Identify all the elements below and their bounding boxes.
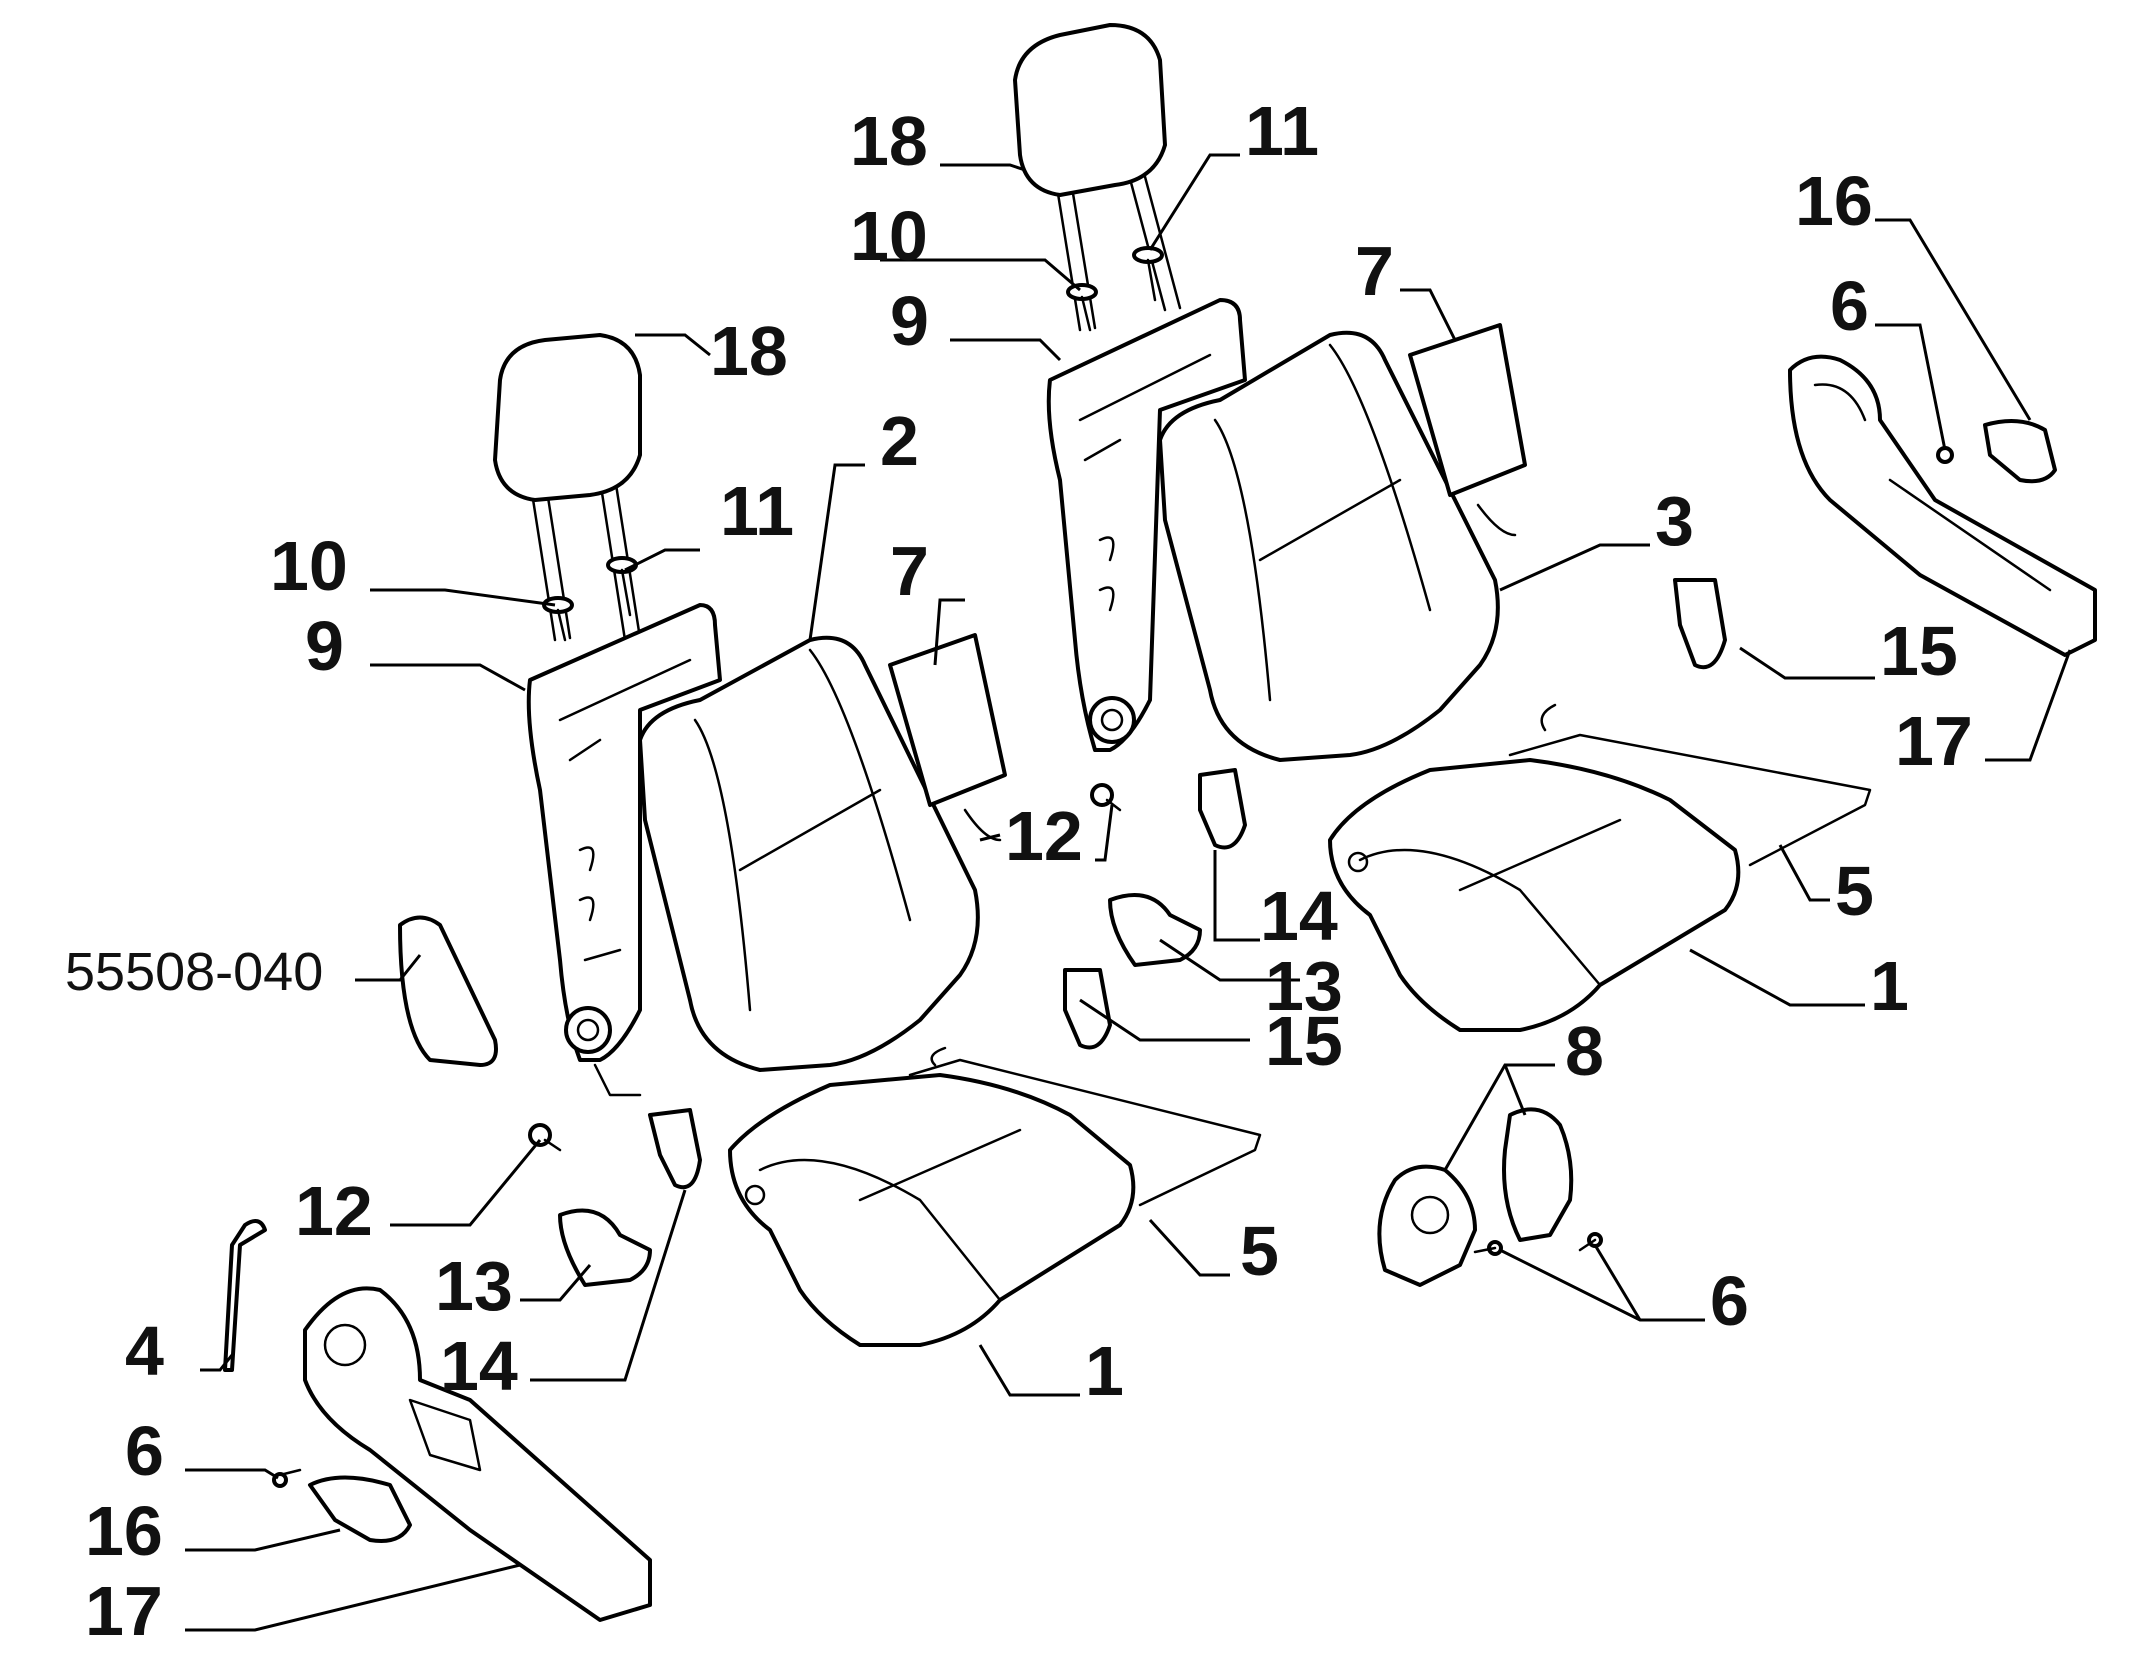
- right-clips: [1108, 578, 1727, 967]
- callout-6-left: 6: [125, 1412, 164, 1490]
- callout-9-left: 9: [305, 607, 344, 685]
- left-clips: [558, 968, 1112, 1287]
- callout-1-right: 1: [1870, 947, 1909, 1025]
- leader-lines: [185, 153, 2072, 1632]
- left-headrest: [493, 333, 642, 642]
- callout-5-right: 5: [1835, 852, 1874, 930]
- left-side-airbag-trim: [398, 915, 498, 1067]
- callout-12-left: 12: [295, 1172, 373, 1250]
- left-backrest-frame: [526, 603, 722, 1097]
- callout-6-right-bottom: 6: [1710, 1262, 1749, 1340]
- callout-4: 4: [125, 1312, 164, 1390]
- callout-18-left: 18: [710, 312, 788, 390]
- callout-5-left: 5: [1240, 1212, 1279, 1290]
- callout-14-right: 14: [1260, 877, 1338, 955]
- callout-6-right-top: 6: [1830, 267, 1869, 345]
- callout-2: 2: [880, 402, 919, 480]
- callout-labels: 18 11 10 9 2 7 12 15 5 1 12 13 14 4 6 16…: [65, 92, 1973, 1650]
- callout-10-right: 10: [850, 197, 928, 275]
- right-backrest-cushion: [1158, 330, 1500, 762]
- left-side-trim: [272, 1286, 652, 1622]
- right-seat-assembly: [1013, 23, 2097, 1287]
- callout-12-mid: 12: [1005, 797, 1083, 875]
- callout-16-right: 16: [1795, 162, 1873, 240]
- callout-15-left: 15: [1265, 1002, 1343, 1080]
- left-tie-strap: [223, 1219, 267, 1372]
- right-backrest-panel: [1408, 323, 1527, 537]
- callout-10-left: 10: [270, 527, 348, 605]
- callout-7-left: 7: [890, 532, 929, 610]
- callout-3: 3: [1655, 482, 1694, 560]
- callout-1-left: 1: [1085, 1332, 1124, 1410]
- right-hinge-covers: [1377, 1107, 1603, 1287]
- right-bolt: [1090, 783, 1122, 812]
- right-seat-pan: [1508, 703, 1872, 867]
- callout-11-right: 11: [1245, 92, 1319, 170]
- callout-reference-55508-040: 55508-040: [65, 942, 323, 1002]
- right-side-trim: [1788, 354, 2097, 657]
- right-headrest-guides: [1066, 246, 1164, 332]
- right-seat-cushion: [1328, 758, 1741, 1032]
- left-seat-assembly: [223, 333, 1262, 1622]
- callout-13-right: 13: [1265, 947, 1343, 1025]
- callout-7-right: 7: [1355, 232, 1394, 310]
- callout-16-left: 16: [85, 1492, 163, 1570]
- right-headrest: [1013, 23, 1182, 332]
- callout-13-left: 13: [435, 1247, 513, 1325]
- callout-15-right: 15: [1880, 612, 1958, 690]
- callout-11-left: 11: [720, 472, 794, 550]
- right-backrest-frame: [1046, 298, 1247, 752]
- callout-14-left: 14: [440, 1327, 518, 1405]
- left-bolt: [528, 1123, 562, 1152]
- callout-18-right: 18: [850, 102, 928, 180]
- left-backrest-cushion: [638, 635, 980, 1072]
- callout-17-right: 17: [1895, 702, 1973, 780]
- callout-9-right: 9: [890, 282, 929, 360]
- left-backrest-panel: [888, 633, 1007, 842]
- left-seat-cushion: [728, 1073, 1136, 1347]
- left-seat-pan: [908, 1046, 1262, 1207]
- callout-8: 8: [1565, 1012, 1604, 1090]
- callout-17-left: 17: [85, 1572, 163, 1650]
